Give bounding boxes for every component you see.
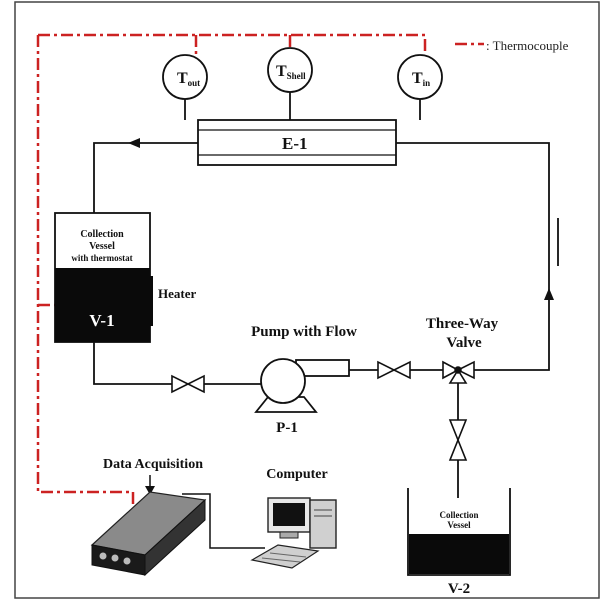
- v2-line2: Vessel: [447, 520, 471, 530]
- daq-computer-cable: [182, 493, 265, 549]
- v2-line1: Collection: [440, 510, 479, 520]
- valve-middle: [377, 360, 411, 380]
- svg-text:TShell: TShell: [276, 63, 306, 81]
- tshell-sub: Shell: [287, 71, 307, 81]
- three-way-line1: Three-Way: [426, 316, 499, 332]
- tin-main: T: [412, 70, 423, 87]
- exchanger-label: E-1: [282, 134, 308, 153]
- daq-label: Data Acquisition: [103, 457, 203, 472]
- pump-label: Pump with Flow: [251, 324, 357, 340]
- diagram-frame: [14, 1, 600, 599]
- sensor-tout: Tout: [162, 54, 208, 120]
- sensor-tshell: TShell: [267, 47, 313, 120]
- valve-vertical: [448, 419, 468, 461]
- vessel-v1-liquid: [55, 268, 150, 342]
- daq-arrow: [145, 475, 155, 495]
- pump-tag: P-1: [276, 420, 298, 436]
- right-line-element: [548, 210, 559, 272]
- tout-sub: out: [188, 78, 201, 88]
- three-way-line2: Valve: [446, 335, 482, 351]
- flow-arrow-up: [544, 288, 554, 300]
- flow-arrow-left: [128, 138, 140, 148]
- legend-label: : Thermocouple: [486, 38, 569, 53]
- v1-line2: Vessel: [89, 241, 115, 252]
- v1-line1: Collection: [80, 229, 124, 240]
- svg-text:Tin: Tin: [412, 70, 430, 88]
- svg-text:Tout: Tout: [177, 70, 200, 88]
- three-way-valve: [442, 360, 475, 384]
- pump-p1: [254, 358, 350, 413]
- tshell-main: T: [276, 63, 287, 80]
- v1-tag: V-1: [89, 311, 114, 330]
- computer-label: Computer: [266, 467, 327, 482]
- tin-sub: in: [423, 78, 431, 88]
- sensor-tin: Tin: [397, 54, 443, 120]
- computer-icon: [250, 497, 337, 569]
- heater-label: Heater: [158, 286, 196, 301]
- heat-exchanger-e1: [197, 119, 397, 166]
- tout-main: T: [177, 70, 188, 87]
- v2-tag: V-2: [448, 581, 470, 597]
- heater-block: [137, 276, 153, 326]
- daq-device: [90, 491, 207, 577]
- valve-left: [171, 374, 205, 394]
- v1-line3: with thermostat: [71, 253, 132, 263]
- thermocouple-lines: [36, 33, 484, 505]
- vessel-v2: [407, 488, 511, 576]
- process-piping: [93, 142, 550, 498]
